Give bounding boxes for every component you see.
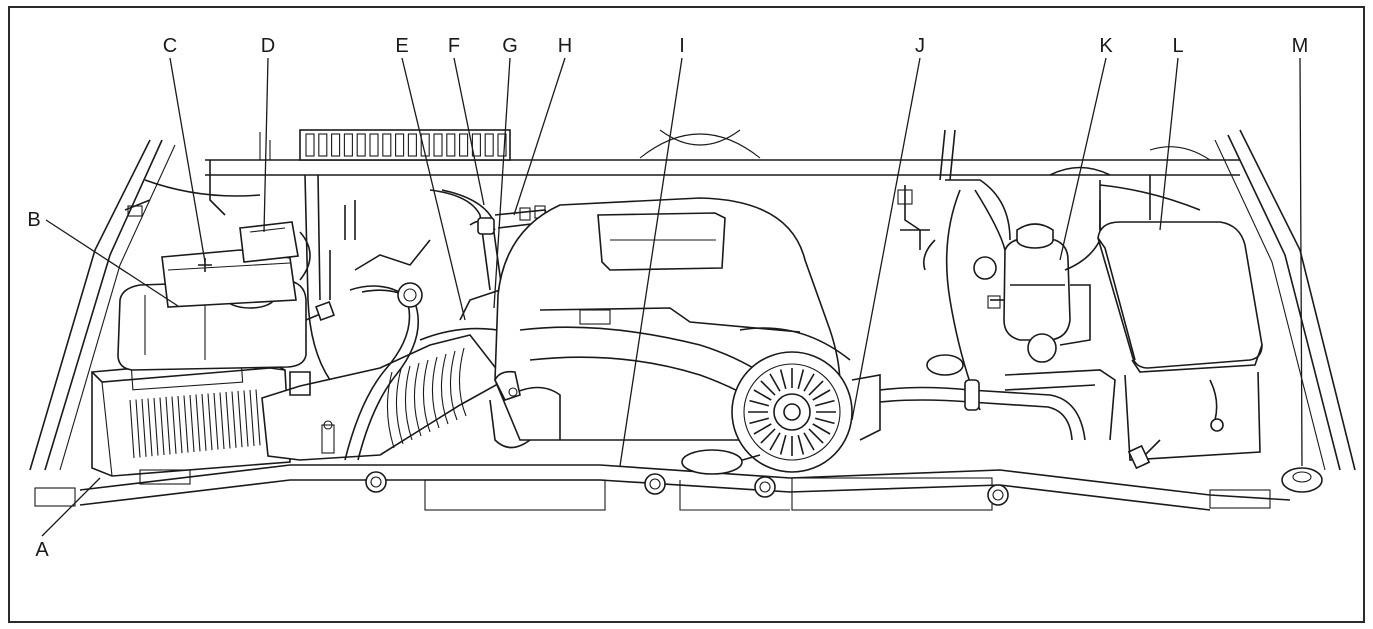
right-fender-lines bbox=[1214, 129, 1356, 471]
leader-line-d bbox=[263, 57, 269, 233]
leader-line-h bbox=[513, 57, 566, 216]
battery bbox=[161, 221, 299, 308]
intake-duct bbox=[261, 327, 521, 461]
leader-line-k bbox=[1059, 57, 1107, 261]
cowl-vent-grille bbox=[299, 129, 511, 161]
leader-line-f bbox=[453, 57, 485, 206]
callout-d: D bbox=[261, 35, 275, 57]
leader-line-m bbox=[1299, 57, 1303, 467]
leader-line-g bbox=[493, 57, 511, 309]
callout-labels: A B C D E F G H I J K L M bbox=[27, 35, 1308, 561]
callout-a: A bbox=[35, 539, 49, 561]
callout-c: C bbox=[163, 35, 177, 57]
leader-line-a bbox=[41, 477, 101, 537]
callout-g: G bbox=[502, 35, 518, 57]
callout-e: E bbox=[395, 35, 408, 57]
hood-latch-arcs bbox=[639, 129, 1211, 161]
leader-line-e bbox=[401, 57, 466, 321]
callout-l: L bbox=[1172, 35, 1183, 57]
support-grommets bbox=[365, 471, 1009, 506]
callout-m: M bbox=[1292, 35, 1309, 57]
left-fender-lines bbox=[29, 139, 176, 471]
brake-booster-and-lines bbox=[879, 179, 1116, 441]
leader-line-i bbox=[619, 57, 683, 467]
callout-h: H bbox=[558, 35, 572, 57]
alternator bbox=[681, 327, 881, 475]
air-cleaner-box bbox=[91, 356, 291, 485]
brake-master-cylinder bbox=[987, 200, 1101, 363]
radiator-support bbox=[34, 464, 1291, 511]
callout-k: K bbox=[1099, 35, 1113, 57]
leader-line-l bbox=[1159, 57, 1179, 231]
callout-j: J bbox=[915, 35, 925, 57]
callout-f: F bbox=[448, 35, 460, 57]
right-misc-lines bbox=[897, 129, 1201, 250]
left-hoses bbox=[124, 160, 431, 461]
washer-fluid-cap bbox=[1281, 467, 1323, 493]
leader-line-c bbox=[169, 57, 206, 263]
leader-line-b bbox=[45, 219, 179, 307]
leader-line-j bbox=[851, 57, 921, 421]
callout-i: I bbox=[679, 35, 685, 57]
underhood-fuse-block bbox=[1097, 175, 1263, 470]
callout-b: B bbox=[27, 209, 40, 231]
callout-leader-lines bbox=[41, 57, 1303, 537]
